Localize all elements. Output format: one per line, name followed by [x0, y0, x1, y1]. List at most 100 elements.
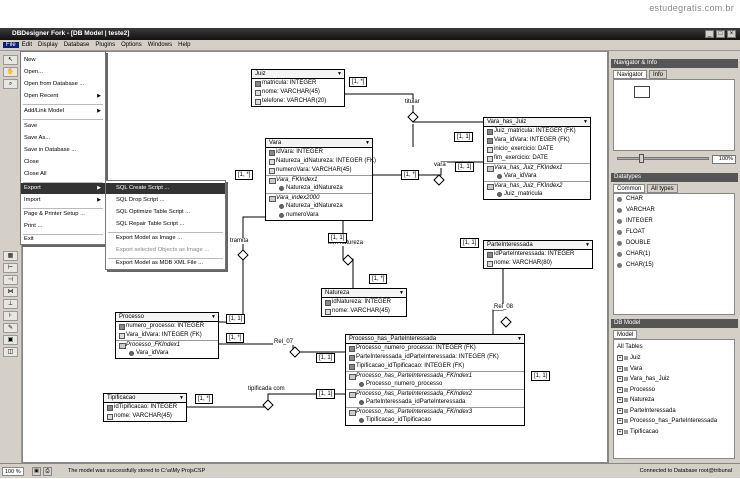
relation2-tool-icon[interactable]: ⊦: [3, 311, 18, 321]
menu-item-sql-create-script[interactable]: SQL Create Script ...: [106, 183, 225, 194]
tab-info[interactable]: Info: [649, 70, 668, 79]
zoom-slider[interactable]: [617, 157, 709, 160]
relation-nm-tool-icon[interactable]: ⋈: [3, 287, 18, 297]
menu-item-open-from-database[interactable]: Open from Database ...: [24, 81, 85, 87]
table-column: ParteInteressada_idParteInteressada: INT…: [346, 353, 524, 362]
maximize-icon[interactable]: □: [716, 30, 725, 38]
tree-item[interactable]: +Tipificacao: [614, 427, 734, 438]
datatype-item[interactable]: VARCHAR: [614, 205, 734, 216]
menu-item-print[interactable]: Print ...: [24, 223, 43, 229]
relation-rel08[interactable]: Rel_08: [493, 304, 515, 310]
menu-windows[interactable]: Windows: [147, 42, 173, 48]
menu-item-open-recent[interactable]: Open Recent▶: [21, 91, 105, 102]
navigator-preview[interactable]: [613, 79, 735, 151]
menu-item-export-selected-as-image: Export selected Objects as Image ...: [116, 247, 210, 253]
relation-1n-tool-icon[interactable]: ⊢: [3, 263, 18, 273]
menu-item-close-all[interactable]: Close All: [24, 171, 47, 177]
index-column: Vara_idVara: [116, 349, 218, 358]
menu-database[interactable]: Database: [63, 42, 90, 48]
menu-item-sql-repair-table-script[interactable]: SQL Repair Table Script ...: [116, 221, 185, 227]
menu-item-export-model-as-image[interactable]: Export Model as Image ...: [116, 235, 183, 241]
menu-item-sql-optimize-table-script[interactable]: SQL Optimize Table Script ...: [116, 209, 191, 215]
menu-plugins[interactable]: Plugins: [95, 42, 116, 48]
table-juiz[interactable]: Juiz▼ matricula: INTEGER nome: VARCHAR(4…: [251, 69, 345, 107]
pointer-tool-icon[interactable]: ↖: [3, 55, 18, 65]
tab-all-types[interactable]: All types: [647, 184, 678, 193]
status-zoom[interactable]: 100 %: [2, 467, 24, 476]
minimize-icon[interactable]: _: [705, 30, 714, 38]
table-parte-interessada[interactable]: ParteInteressada▼ idParteInteressada: IN…: [483, 240, 593, 269]
datatype-item[interactable]: FLOAT: [614, 227, 734, 238]
relation-titular[interactable]: titular: [404, 99, 421, 105]
table-tipificacao[interactable]: Tipificacao▼ idTipificacao: INTEGER nome…: [103, 393, 187, 422]
navigator-viewport[interactable]: [634, 86, 650, 98]
menu-item-page-printer-setup[interactable]: Page & Printer Setup ...: [24, 211, 85, 217]
datatype-item[interactable]: INTEGER: [614, 216, 734, 227]
relation-11-tool-icon[interactable]: ⊣: [3, 275, 18, 285]
menu-edit[interactable]: Edit: [21, 42, 33, 48]
tree-item[interactable]: +Juiz: [614, 353, 734, 364]
menu-item-save[interactable]: Save: [24, 123, 38, 129]
tree-item[interactable]: +Vara_has_Juiz: [614, 374, 734, 385]
table-vara[interactable]: Vara▼ idVara: INTEGER Natureza_idNaturez…: [265, 138, 376, 221]
save-icon[interactable]: ▣: [32, 467, 41, 476]
relation-tem-natureza[interactable]: tem natureza: [327, 240, 365, 246]
diagram-canvas[interactable]: titular vara tramita tem natureza Rel_08…: [22, 51, 608, 463]
region-tool-icon[interactable]: ◫: [3, 347, 18, 357]
datatype-item[interactable]: CHAR: [614, 194, 734, 205]
tree-root[interactable]: All Tables: [617, 344, 643, 350]
expand-icon: +: [617, 428, 623, 435]
menu-item-exit[interactable]: Exit: [24, 236, 34, 242]
menu-item-save-in-database[interactable]: Save in Database ...: [24, 147, 77, 153]
relation-tramita[interactable]: tramita: [229, 238, 250, 244]
relation-tool-icon[interactable]: ⊥: [3, 299, 18, 309]
zoom-tool-icon[interactable]: ⌕: [3, 79, 18, 89]
zoom-field[interactable]: 100%: [712, 155, 736, 164]
tree-item[interactable]: +Natureza: [614, 395, 734, 406]
table-column: nome: VARCHAR(45): [104, 412, 186, 421]
diamond-vara: [433, 174, 445, 186]
note-tool-icon[interactable]: ✎: [3, 323, 18, 333]
relation-vara[interactable]: vara: [433, 162, 447, 168]
menu-item-open[interactable]: Open...: [24, 69, 44, 75]
menu-item-import[interactable]: Import▶: [21, 195, 105, 206]
datatypes-list: CHAR VARCHAR INTEGER FLOAT DOUBLE CHAR(1…: [613, 193, 735, 315]
datatype-item[interactable]: CHAR(1): [614, 249, 734, 260]
menu-options[interactable]: Options: [121, 42, 142, 48]
close-icon[interactable]: ×: [727, 30, 736, 38]
tree-item[interactable]: +Processo_has_ParteInteressada: [614, 416, 734, 427]
menu-item-save-as[interactable]: Save As...: [24, 135, 51, 141]
menu-item-close[interactable]: Close: [24, 159, 39, 165]
menu-help[interactable]: Help: [178, 42, 191, 48]
relation-rel07[interactable]: Rel_07: [273, 339, 295, 345]
table-column: Tipificacao_idTipificacao: INTEGER (FK): [346, 362, 524, 371]
menu-file[interactable]: File: [3, 42, 19, 48]
tree-item[interactable]: +ParteInteressada: [614, 406, 734, 417]
menu-item-export-mdb-xml[interactable]: Export Model as MDB XML File ...: [116, 260, 204, 266]
table-vara-has-juiz[interactable]: Vara_has_Juiz▼ Juiz_matricula: INTEGER (…: [483, 117, 591, 200]
table-natureza[interactable]: Natureza▼ idNatureza: INTEGER nome: VARC…: [321, 288, 407, 317]
menu-item-sql-drop-script[interactable]: SQL Drop Script ...: [116, 197, 165, 203]
datatype-item[interactable]: CHAR(15): [614, 260, 734, 271]
table-processo[interactable]: Processo▼ numero_processo: INTEGER Vara_…: [115, 312, 219, 359]
tree-item[interactable]: +Vara: [614, 364, 734, 375]
hand-tool-icon[interactable]: ✋: [3, 67, 18, 77]
table-tool-icon[interactable]: ▦: [3, 251, 18, 261]
image-tool-icon[interactable]: ▣: [3, 335, 18, 345]
zoom-slider-handle[interactable]: [639, 154, 644, 163]
tab-navigator[interactable]: Navigator: [613, 70, 647, 79]
tree-item[interactable]: +Processo: [614, 385, 734, 396]
menu-item-add-link-model[interactable]: Add/Link Model▶: [21, 106, 105, 117]
cardinality: [1, 1]: [460, 238, 480, 248]
table-processo-has-parte-interessada[interactable]: Processo_has_ParteInteressada▼ Processo_…: [345, 334, 525, 426]
menu-item-export[interactable]: Export▶: [21, 183, 105, 194]
table-title: Vara▼: [266, 139, 372, 148]
tab-model[interactable]: Model: [613, 330, 638, 339]
datatype-item[interactable]: DOUBLE: [614, 238, 734, 249]
menu-separator: [23, 234, 103, 235]
tab-common[interactable]: Common: [613, 184, 646, 193]
print-icon[interactable]: ⎙: [43, 467, 52, 476]
menu-item-new[interactable]: New: [24, 57, 36, 63]
menu-display[interactable]: Display: [38, 42, 58, 48]
relation-tipificada[interactable]: tipificada com: [247, 386, 286, 392]
